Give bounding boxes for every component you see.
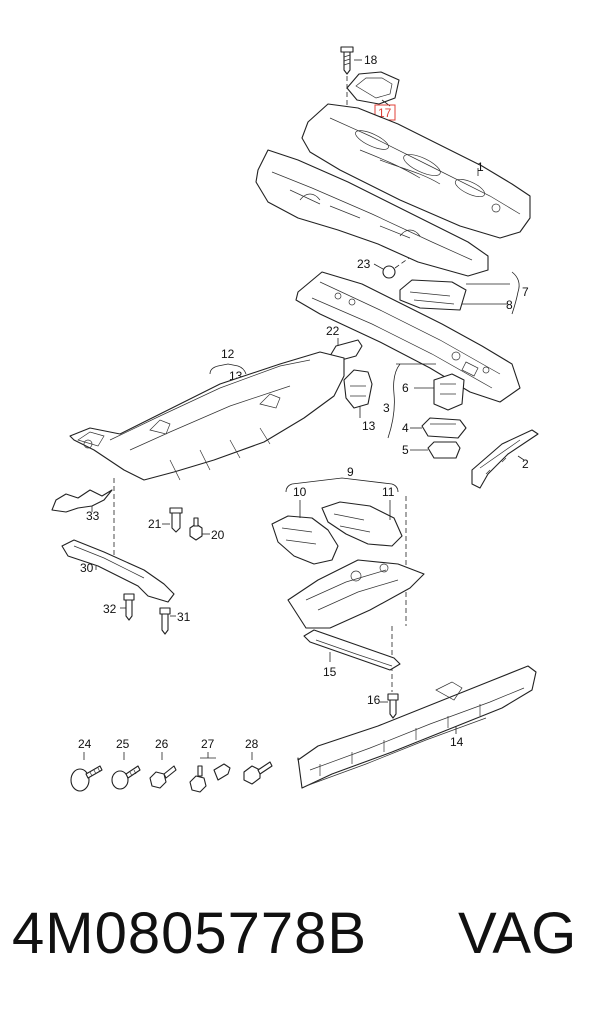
bracket-13 [343,369,373,418]
callout-5: 5 [402,443,409,457]
callout-28: 28 [245,737,259,751]
callout-33: 33 [86,509,100,523]
bolt-21 [162,507,183,533]
fastener-27 [189,752,231,793]
callout-31: 31 [177,610,191,624]
callout-6: 6 [402,381,409,395]
callout-3a: 3 [383,401,390,415]
callout-16: 16 [367,693,381,707]
bolt-32 [120,593,135,621]
bracket-12 [209,363,247,375]
callout-8: 8 [506,298,513,312]
callout-32: 32 [103,602,117,616]
callout-20: 20 [211,528,225,542]
bracket-6 [414,373,465,411]
callout-4: 4 [402,421,409,435]
callout-17: 17 [378,106,392,120]
bulkhead-panel [255,149,489,277]
seal-33 [51,489,113,513]
grommet-23 [373,257,410,279]
callout-1: 1 [477,160,484,174]
fastener-24 [70,752,103,792]
callout-30: 30 [80,561,94,575]
bolt-16 [380,693,399,719]
callout-7: 7 [522,285,529,299]
rail-15 [303,629,401,671]
bracket-5 [410,441,461,459]
callout-24: 24 [78,737,92,751]
fastener-25 [111,752,141,790]
callout-2: 2 [522,457,529,471]
plenum-panel-1 [301,103,531,239]
bracket-3 [387,363,436,439]
fastener-26 [149,752,177,789]
bracket-10 [271,500,339,565]
fastener-28 [243,752,273,785]
support-30 [61,539,175,603]
exploded-parts-diagram: 18 17 1 23 7 8 [51,46,539,793]
bracket-11 [321,496,407,626]
callout-23: 23 [357,257,371,271]
bolt-18 [340,46,362,75]
callout-9: 9 [347,465,354,479]
callout-26: 26 [155,737,169,751]
callout-18: 18 [364,53,378,67]
nut-20 [189,517,210,541]
cross-member [295,271,521,403]
reinforcement-2 [471,429,539,489]
floor-plate [287,559,425,692]
callout-10: 10 [293,485,307,499]
bracket-9 [285,477,399,493]
bolt-31 [159,607,176,635]
callout-14: 14 [450,735,464,749]
callout-21: 21 [148,517,162,531]
brand-label: VAG [458,901,577,966]
callout-25: 25 [116,737,130,751]
callout-15: 15 [323,665,337,679]
firewall-lower-12 [69,351,345,564]
callout-22: 22 [326,324,340,338]
callout-12: 12 [221,347,235,361]
bracket-8 [399,271,520,315]
sill-14 [297,665,537,789]
bracket-4 [410,417,467,439]
part-number: 4M0805778B [12,901,368,966]
callout-13b: 13 [362,419,376,433]
callout-11: 11 [382,485,395,499]
callout-27: 27 [201,737,215,751]
